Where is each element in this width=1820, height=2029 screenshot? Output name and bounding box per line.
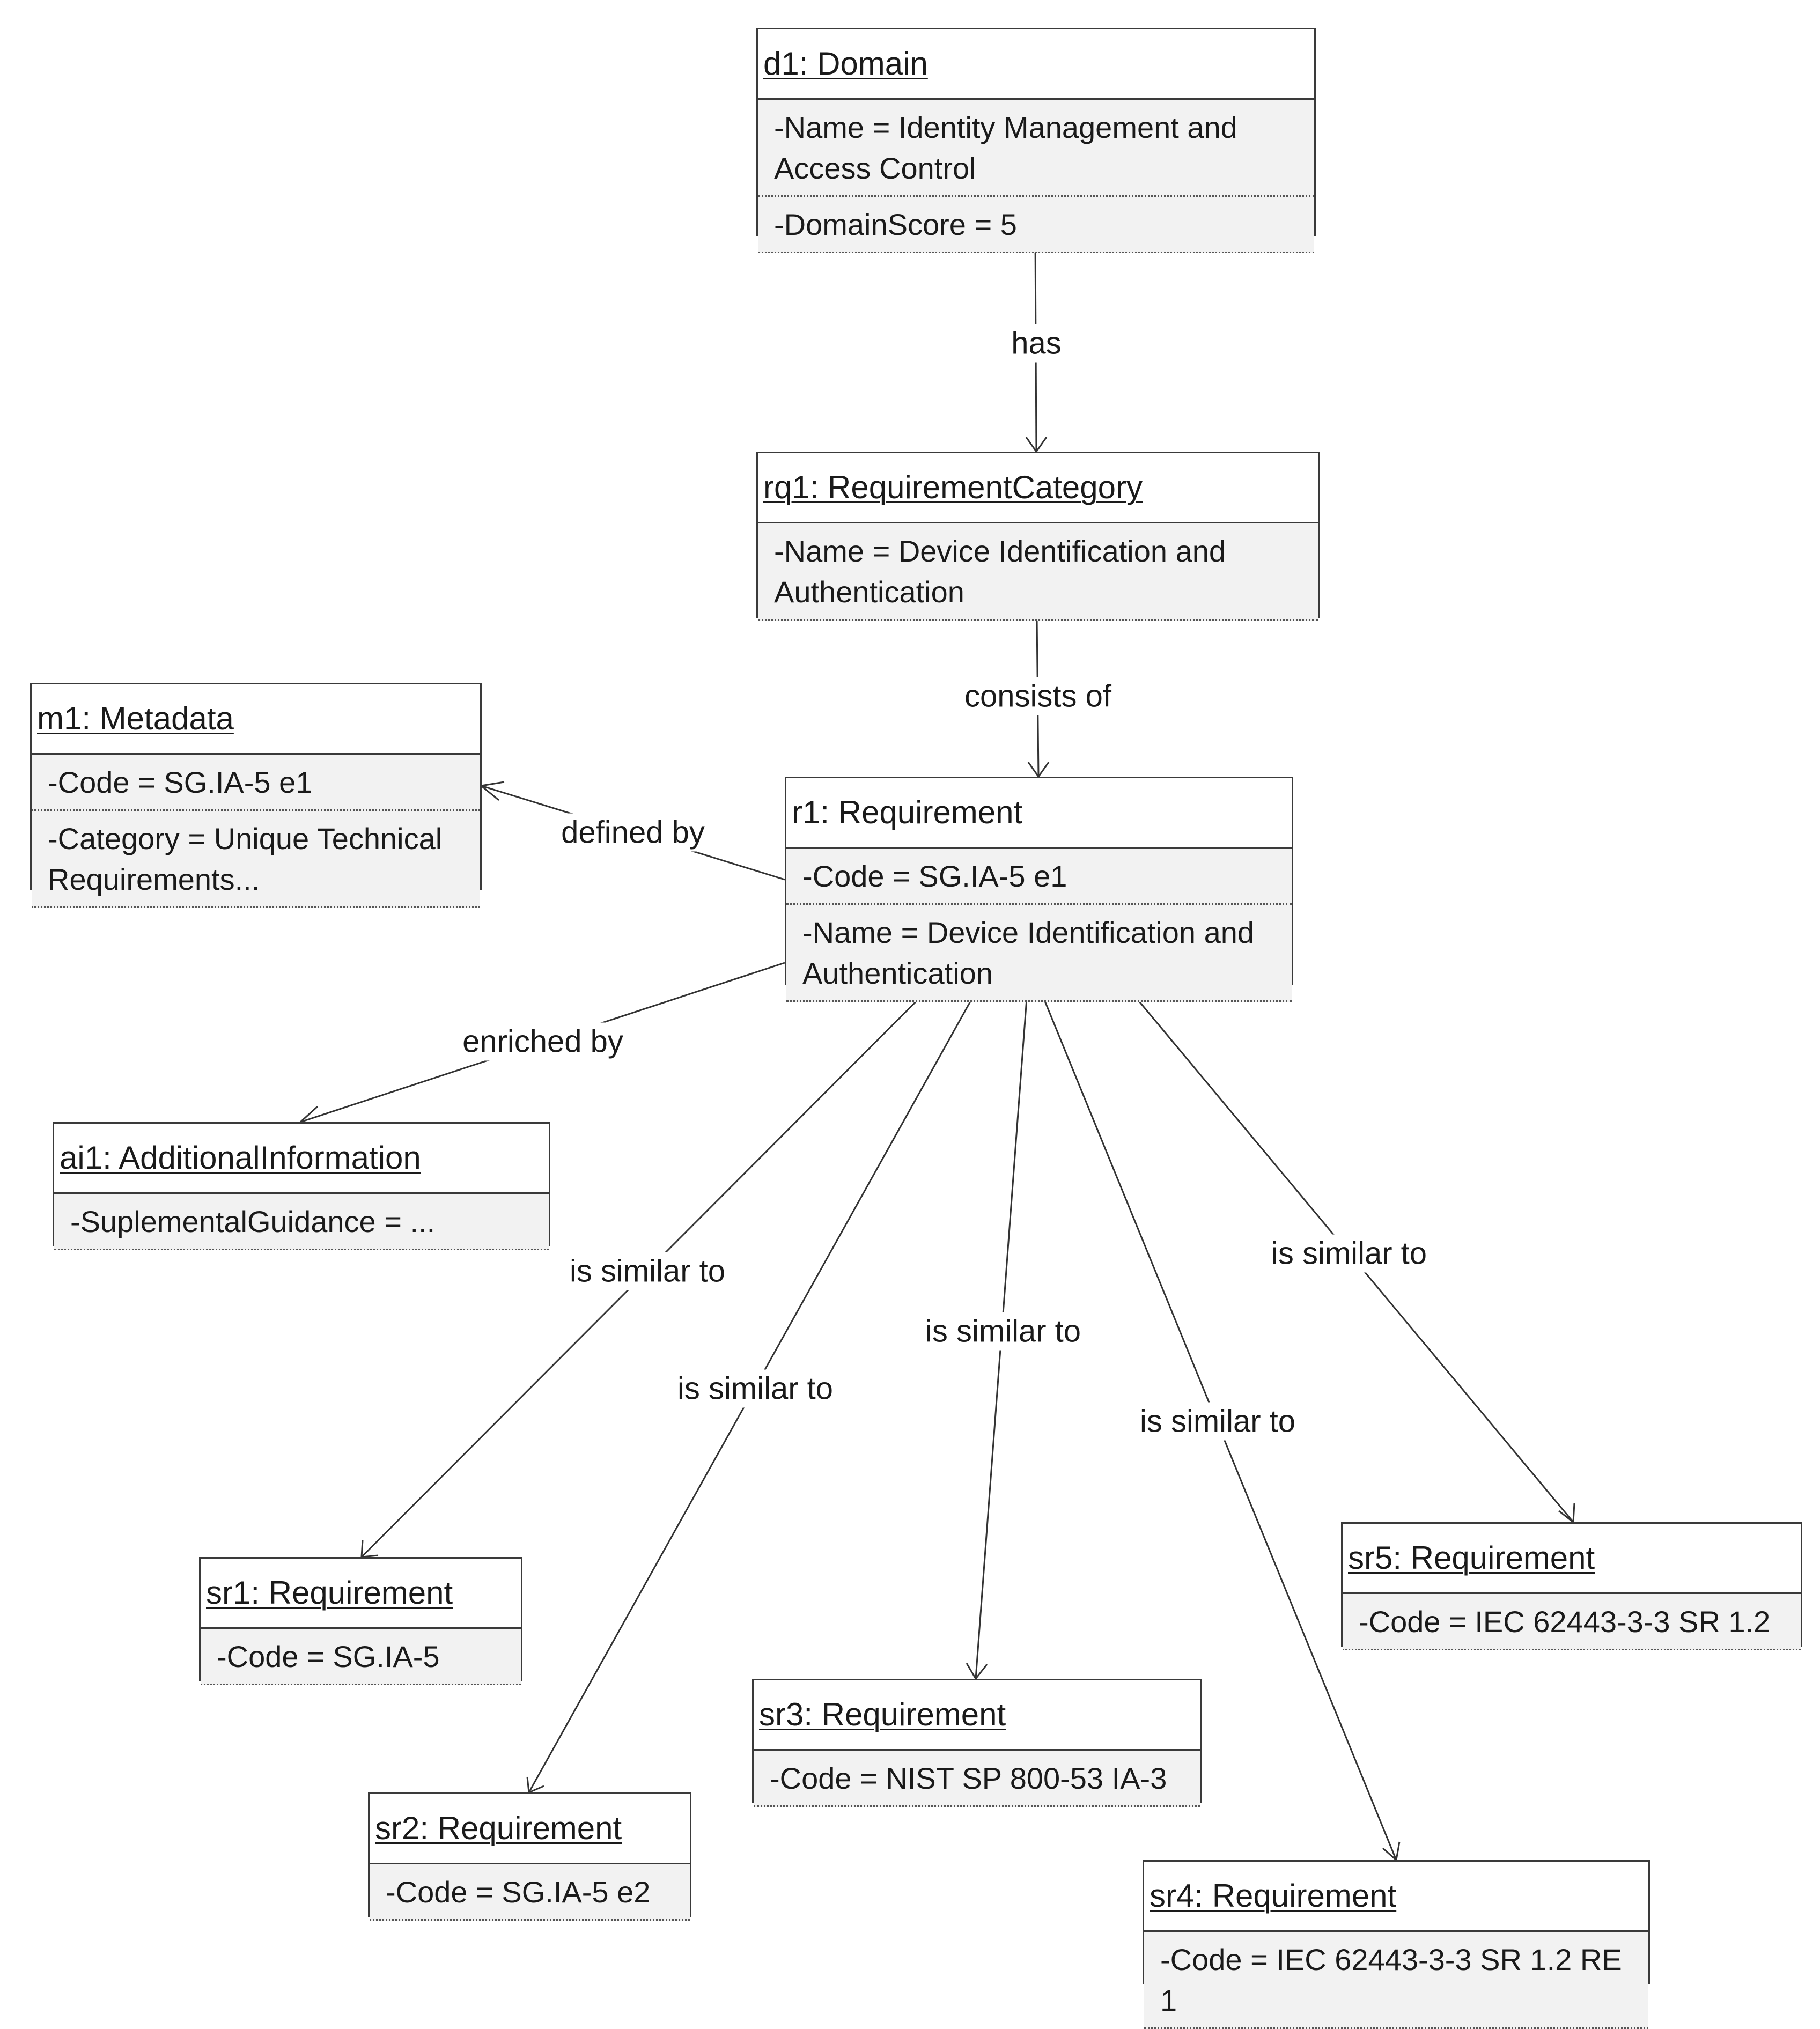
- object-ai1-additional-information: ai1: AdditionalInformation -SuplementalG…: [53, 1122, 550, 1250]
- object-r1-requirement: r1: Requirement -Code = SG.IA-5 e1 -Name…: [785, 777, 1293, 1002]
- edge-label-defined-by: defined by: [557, 813, 709, 852]
- object-title: r1: Requirement: [786, 778, 1292, 849]
- object-sr4-requirement: sr4: Requirement -Code = IEC 62443-3-3 S…: [1143, 1860, 1650, 2029]
- edge-label-consists-of: consists of: [960, 677, 1116, 715]
- object-title: sr5: Requirement: [1343, 1524, 1801, 1594]
- object-title: sr3: Requirement: [754, 1680, 1200, 1751]
- object-sr5-requirement: sr5: Requirement -Code = IEC 62443-3-3 S…: [1341, 1522, 1802, 1650]
- edge-label-similar-2: is similar to: [673, 1369, 838, 1408]
- attribute-compartment: -Code = SG.IA-5 e1 -Category = Unique Te…: [32, 755, 480, 908]
- attribute-code: -Code = SG.IA-5 e1: [786, 849, 1292, 905]
- object-sr3-requirement: sr3: Requirement -Code = NIST SP 800-53 …: [752, 1679, 1202, 1807]
- edge-label-similar-1: is similar to: [565, 1252, 730, 1290]
- attribute-compartment: -SuplementalGuidance = ...: [54, 1194, 549, 1250]
- object-title: d1: Domain: [758, 29, 1314, 100]
- edge-label-similar-3: is similar to: [920, 1312, 1086, 1351]
- edge-label-similar-5: is similar to: [1266, 1234, 1432, 1273]
- edge-label-enriched-by: enriched by: [458, 1022, 628, 1061]
- object-sr1-requirement: sr1: Requirement -Code = SG.IA-5: [199, 1557, 522, 1685]
- attribute-compartment: -Code = IEC 62443-3-3 SR 1.2 RE 1: [1144, 1932, 1648, 2029]
- attribute-code: -Code = SG.IA-5 e1: [32, 755, 480, 811]
- object-title: sr4: Requirement: [1144, 1862, 1648, 1932]
- object-sr2-requirement: sr2: Requirement -Code = SG.IA-5 e2: [368, 1792, 691, 1921]
- object-title: sr2: Requirement: [370, 1794, 690, 1864]
- attribute-name: -Name = Device Identification and Authen…: [758, 523, 1318, 621]
- attribute-compartment: -Code = NIST SP 800-53 IA-3: [754, 1751, 1200, 1807]
- edge-label-similar-4: is similar to: [1135, 1402, 1300, 1441]
- attribute-name: -Name = Device Identification and Authen…: [786, 905, 1292, 1002]
- object-d1-domain: d1: Domain -Name = Identity Management a…: [756, 28, 1316, 253]
- attribute-compartment: -Code = IEC 62443-3-3 SR 1.2: [1343, 1594, 1801, 1650]
- attribute-category: -Category = Unique Technical Requirement…: [32, 811, 480, 908]
- object-title: m1: Metadata: [32, 684, 480, 755]
- attribute-code: -Code = IEC 62443-3-3 SR 1.2: [1343, 1594, 1801, 1650]
- attribute-compartment: -Name = Identity Management and Access C…: [758, 100, 1314, 253]
- attribute-code: -Code = SG.IA-5 e2: [370, 1864, 690, 1921]
- attribute-code: -Code = IEC 62443-3-3 SR 1.2 RE 1: [1144, 1932, 1648, 2029]
- attribute-supplemental-guidance: -SuplementalGuidance = ...: [54, 1194, 549, 1250]
- arrowhead-similar-4: [1382, 1841, 1401, 1862]
- attribute-compartment: -Code = SG.IA-5: [201, 1629, 521, 1685]
- attribute-compartment: -Code = SG.IA-5 e1 -Name = Device Identi…: [786, 849, 1292, 1002]
- edge-label-has: has: [1007, 324, 1066, 363]
- object-title: rq1: RequirementCategory: [758, 453, 1318, 523]
- attribute-domain-score: -DomainScore = 5: [758, 197, 1314, 253]
- object-rq1-requirement-category: rq1: RequirementCategory -Name = Device …: [756, 452, 1320, 621]
- object-title: ai1: AdditionalInformation: [54, 1124, 549, 1194]
- object-m1-metadata: m1: Metadata -Code = SG.IA-5 e1 -Categor…: [30, 683, 482, 908]
- object-title: sr1: Requirement: [201, 1559, 521, 1629]
- attribute-name: -Name = Identity Management and Access C…: [758, 100, 1314, 197]
- attribute-compartment: -Code = SG.IA-5 e2: [370, 1864, 690, 1921]
- attribute-code: -Code = SG.IA-5: [201, 1629, 521, 1685]
- attribute-compartment: -Name = Device Identification and Authen…: [758, 523, 1318, 621]
- attribute-code: -Code = NIST SP 800-53 IA-3: [754, 1751, 1200, 1807]
- arrowhead-similar-5: [1558, 1503, 1575, 1524]
